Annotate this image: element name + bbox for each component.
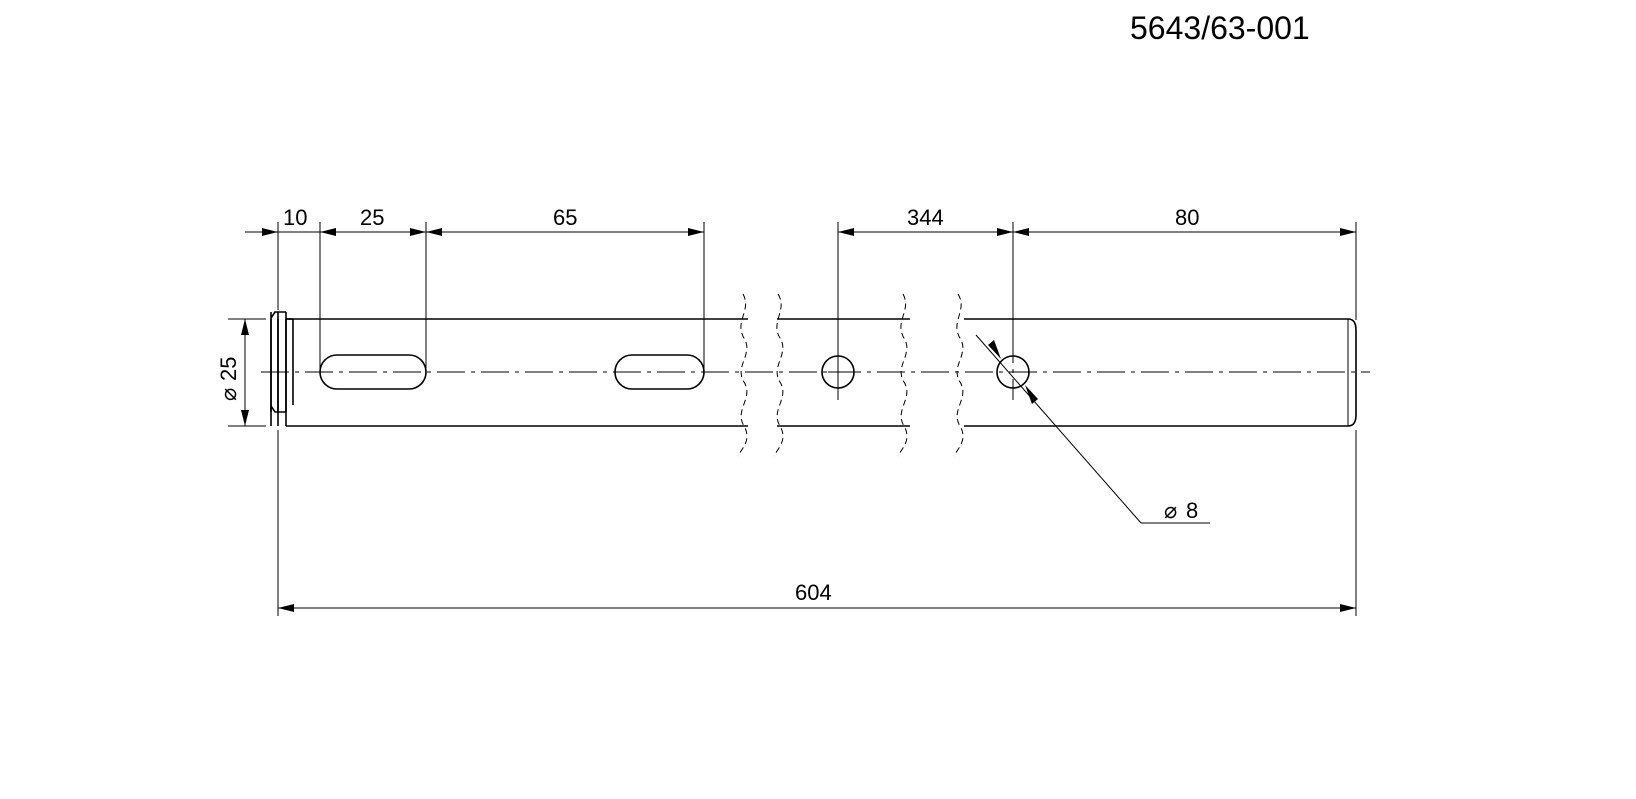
dim-slot-spacing: 65	[553, 205, 577, 230]
part-number-label: 5643/63-001	[1130, 10, 1310, 46]
extension-lines	[228, 222, 1357, 616]
shaft-diameter-dimension: ⌀ 25	[216, 319, 249, 426]
top-dimension-chain: 10 25 65 344 80	[245, 205, 1356, 236]
dim-groove-offset: 10	[283, 205, 307, 230]
overall-length-dimension: 604	[278, 580, 1356, 612]
hole-diameter-leader: ⌀ 8	[975, 334, 1210, 524]
dim-shaft-diameter: 25	[216, 357, 241, 381]
shaft-body	[270, 311, 1357, 427]
dim-overall-length: 604	[795, 580, 832, 605]
dim-end-offset: 80	[1175, 205, 1199, 230]
dim-hole-spacing: 344	[907, 205, 944, 230]
hole-diameter-symbol: ⌀	[1164, 498, 1177, 523]
dim-first-slot-length: 25	[360, 205, 384, 230]
break-lines	[737, 293, 964, 457]
dim-hole-diameter: 8	[1186, 498, 1198, 523]
shaft-diameter-symbol: ⌀	[216, 388, 241, 401]
key-slots	[319, 354, 705, 390]
